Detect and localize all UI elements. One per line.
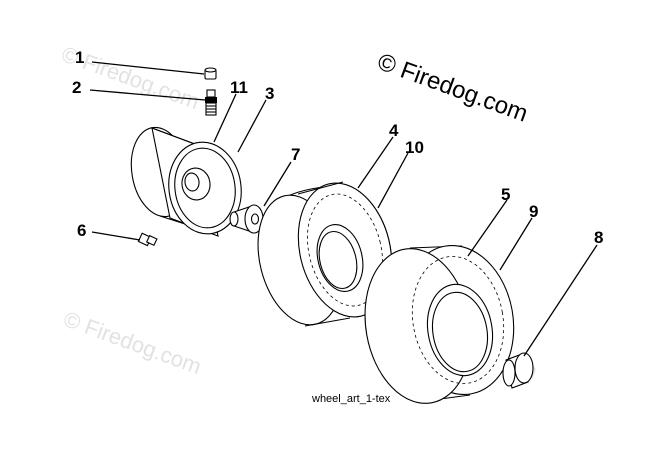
hub-cap-icon	[502, 352, 534, 389]
leader-lines	[89, 61, 598, 357]
callout-7: 7	[291, 145, 300, 164]
valve-stem-icon	[205, 89, 217, 116]
bushing-icon	[229, 204, 264, 234]
diagram-caption: wheel_art_1-tex	[311, 393, 391, 405]
wheel-rim-icon	[130, 126, 242, 237]
callout-8: 8	[594, 228, 603, 247]
front-tire-icon	[257, 181, 393, 327]
rear-tire-icon	[364, 244, 515, 404]
grease-fitting-icon	[137, 232, 158, 247]
watermark-faint-bottom: © Firedog.com	[60, 306, 204, 379]
callout-4: 4	[389, 121, 399, 140]
callout-3: 3	[265, 84, 274, 103]
callout-9: 9	[529, 202, 538, 221]
callout-5: 5	[501, 185, 510, 204]
callout-10: 10	[405, 138, 424, 157]
callout-6: 6	[77, 221, 86, 240]
callout-1: 1	[75, 48, 84, 67]
callout-2: 2	[72, 78, 81, 97]
watermark-main: © Firedog.com	[374, 48, 531, 127]
callout-11: 11	[230, 78, 248, 97]
valve-cap-icon	[204, 67, 217, 80]
